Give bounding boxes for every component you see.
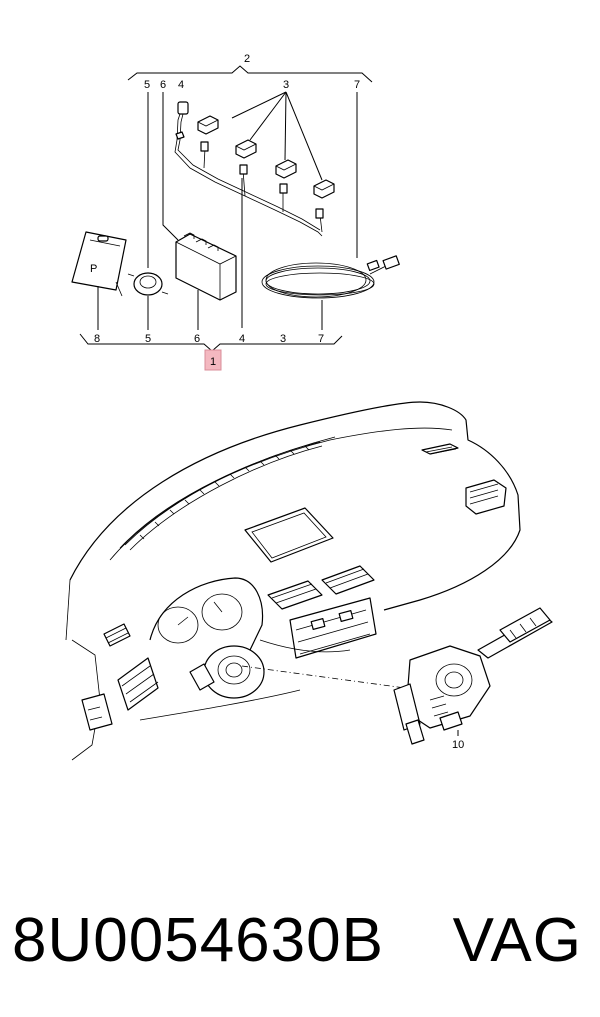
parking-sensor-3 xyxy=(275,159,297,179)
leader-3b xyxy=(249,91,287,141)
callout-7-bottom: 7 xyxy=(318,333,324,345)
callout-2: 2 xyxy=(244,53,250,65)
callout-3-top: 3 xyxy=(283,79,289,91)
callout-3-bottom: 3 xyxy=(280,333,286,345)
callout-4-top: 4 xyxy=(178,79,184,91)
warning-buzzer xyxy=(127,272,169,296)
wiring-harness xyxy=(174,101,324,237)
callout-4-bottom: 4 xyxy=(239,333,245,345)
parking-sensor-1 xyxy=(197,115,219,135)
parking-button-glyph: P xyxy=(90,263,97,275)
parking-button: P xyxy=(71,231,127,297)
callout-10: 10 xyxy=(452,739,464,751)
leader-3d xyxy=(285,91,323,181)
leader-3c xyxy=(284,91,287,161)
brand-name: VAG xyxy=(452,905,582,975)
caption: 8U0054630B VAG xyxy=(0,885,600,995)
leader-dashed xyxy=(241,665,421,691)
callout-7-top: 7 xyxy=(354,79,360,91)
callout-6-top: 6 xyxy=(160,79,166,91)
parking-sensor-4 xyxy=(313,179,335,199)
callout-5-bottom: 5 xyxy=(145,333,151,345)
callout-bracket-bottom xyxy=(79,333,343,352)
parking-sensor-2 xyxy=(235,139,257,159)
callout-5-top: 5 xyxy=(144,79,150,91)
leader-6 xyxy=(162,92,179,241)
callout-1-highlight xyxy=(204,349,222,371)
parts-diagram: 2 5 6 4 3 7 xyxy=(65,53,553,761)
callout-bracket-top xyxy=(127,65,373,83)
extension-cable xyxy=(261,255,400,299)
steering-column-switch xyxy=(393,607,553,745)
callout-1: 1 xyxy=(210,356,216,368)
part-number: 8U0054630B xyxy=(12,905,384,975)
callout-6-bottom: 6 xyxy=(194,333,200,345)
leader-3a xyxy=(231,91,287,119)
callout-8-bottom: 8 xyxy=(94,333,100,345)
control-unit xyxy=(175,232,237,301)
dashboard-illustration xyxy=(65,401,521,761)
